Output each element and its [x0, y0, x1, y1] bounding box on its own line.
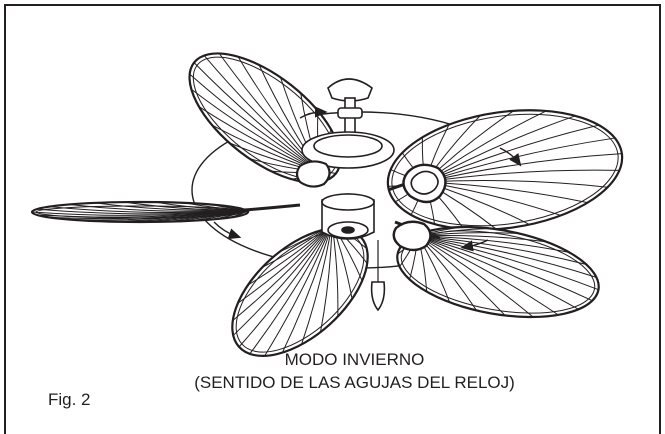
bracket-plate [392, 220, 432, 252]
clockwise-rotation-arrow-icon [499, 147, 522, 167]
clockwise-rotation-arrow-icon [213, 221, 242, 240]
mode-subtitle: (SENTIDO DE LAS AGUJAS DEL RELOJ) [194, 373, 515, 392]
fan-blade [386, 109, 624, 231]
bracket-plate [402, 163, 447, 204]
ceiling-fan-icon [30, 52, 624, 357]
mode-title: MODO INVIERNO [284, 350, 425, 369]
bracket-plate [295, 160, 331, 188]
fan-coupler [337, 107, 363, 119]
fan-blade [396, 225, 600, 319]
clockwise-rotation-arrow-icon [299, 106, 328, 119]
fan-canopy [327, 78, 373, 102]
clockwise-rotation-arrow-icon [460, 239, 489, 252]
figure-label: Fig. 2 [48, 390, 91, 409]
ceiling-fan-illustration [30, 52, 624, 357]
pull-chain-fob [370, 281, 386, 312]
fan-blade [30, 200, 251, 224]
fan-blade [188, 52, 342, 184]
blade-arm [243, 203, 301, 212]
figure-frame [4, 4, 661, 434]
